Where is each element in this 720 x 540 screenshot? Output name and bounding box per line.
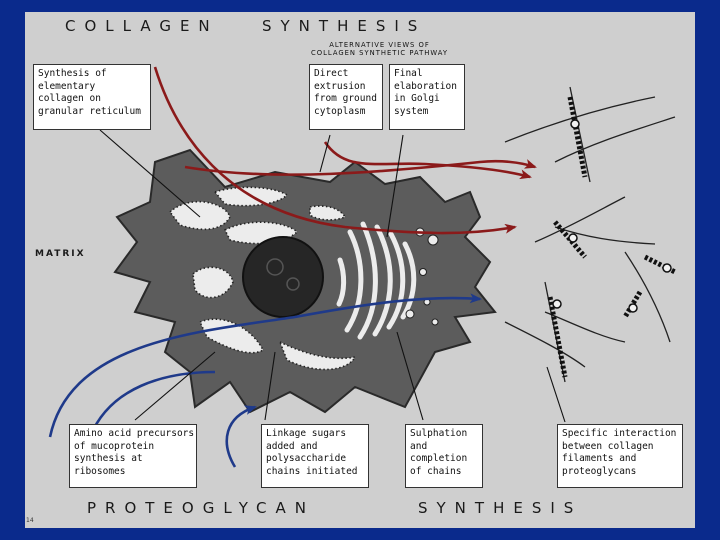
label-line: of mucoprotein — [74, 440, 155, 452]
label-line: Synthesis of — [38, 68, 107, 79]
label-line: Linkage sugars — [266, 428, 347, 439]
diagram-figure — [48, 66, 677, 468]
collagen-pathway-arrows — [153, 66, 537, 235]
label-line: in Golgi — [394, 93, 440, 104]
label-final-elaboration-golgi: Final elaboration in Golgi system — [389, 64, 465, 130]
proteoglycan-title: PROTEOGLYCAN — [87, 499, 316, 517]
synthesis-title-top: SYNTHESIS — [262, 17, 427, 35]
label-line: elementary — [38, 80, 96, 92]
proteoglycan-arrow-return — [88, 370, 216, 438]
label-line: Specific interaction — [562, 428, 677, 439]
nucleus — [242, 236, 324, 318]
label-line: collagen on — [38, 93, 101, 104]
alternative-views-caption: ALTERNATIVE VIEWS OF COLLAGEN SYNTHETIC … — [311, 41, 448, 57]
label-line: ribosomes — [74, 465, 126, 477]
collagen-arrow-extrusion — [184, 159, 537, 176]
label-line: from ground — [314, 93, 377, 104]
label-line: completion — [410, 453, 468, 464]
proteoglycan-pathway-arrows — [48, 293, 482, 468]
label-linkage-sugars: Linkage sugars added and polysaccharide … — [261, 424, 369, 488]
proteoglycan-nodes — [552, 119, 672, 313]
label-line: system — [394, 105, 429, 117]
matrix-label: MATRIX — [35, 249, 86, 259]
label-line: synthesis at — [74, 453, 143, 464]
label-direct-extrusion: Direct extrusion from ground cytoplasm — [309, 64, 383, 130]
collagen-arrow-reticulum — [153, 66, 517, 235]
label-amino-acid-precursors: Amino acid precursors of mucoprotein syn… — [69, 424, 197, 488]
alternative-views-line: COLLAGEN SYNTHETIC PATHWAY — [311, 49, 449, 57]
label-line: elaboration — [394, 80, 457, 92]
label-pointers — [99, 129, 566, 423]
diagram-panel: COLLAGEN SYNTHESIS ALTERNATIVE VIEWS OF … — [25, 12, 695, 528]
alternative-views-line: ALTERNATIVE VIEWS OF — [329, 41, 430, 49]
label-line: granular reticulum — [38, 105, 141, 117]
label-line: extrusion — [314, 80, 366, 92]
label-line: polysaccharide — [266, 453, 347, 464]
label-line: filaments and — [562, 453, 637, 464]
corner-number: 14 — [26, 517, 34, 524]
label-line: between collagen — [562, 440, 654, 452]
proteoglycan-arrow-main — [48, 293, 482, 438]
label-line: chains initiated — [266, 465, 358, 477]
label-line: added and — [266, 440, 318, 452]
label-line: Sulphation — [410, 428, 468, 439]
label-line: proteoglycans — [562, 465, 637, 477]
proteoglycan-arrow-lower — [225, 405, 257, 468]
golgi-apparatus — [336, 221, 417, 340]
label-line: of chains — [410, 465, 462, 477]
collagen-title: COLLAGEN — [65, 17, 219, 35]
label-line: Amino acid precursors — [74, 428, 195, 439]
collagen-filaments — [504, 86, 676, 383]
label-specific-interaction: Specific interaction between collagen fi… — [557, 424, 683, 488]
label-line: and — [410, 440, 428, 452]
label-line: Direct — [314, 68, 349, 79]
label-synthesis-elementary-collagen: Synthesis of elementary collagen on gran… — [33, 64, 151, 130]
label-sulphation: Sulphation and completion of chains — [405, 424, 483, 488]
label-line: cytoplasm — [314, 105, 366, 117]
collagen-arrow-golgi — [323, 141, 532, 180]
synthesis-title-bottom: SYNTHESIS — [418, 499, 583, 517]
label-line: Final — [394, 68, 423, 79]
